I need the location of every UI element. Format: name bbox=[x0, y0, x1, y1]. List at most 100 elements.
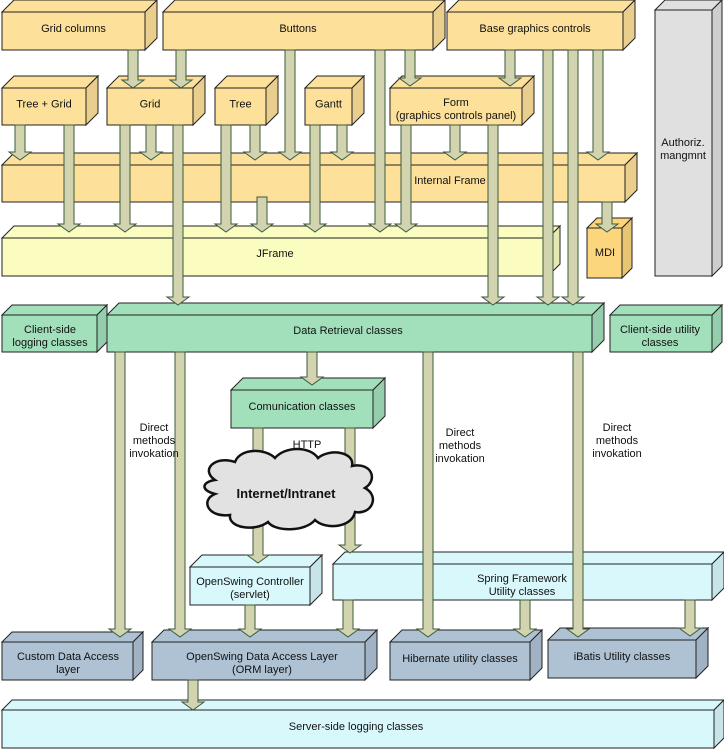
box-base-graphics-controls bbox=[445, 0, 636, 52]
box-form-label: Form(graphics controls panel) bbox=[396, 97, 516, 122]
dependency-arrow bbox=[302, 124, 328, 233]
box-mdi bbox=[585, 216, 634, 280]
box-front-face bbox=[547, 639, 697, 679]
box-label: mangmnt bbox=[660, 150, 706, 162]
dependency-arrow bbox=[120, 49, 146, 89]
dependency-arrow bbox=[277, 49, 303, 161]
annotation-line: Direct bbox=[140, 422, 169, 434]
box-front-face bbox=[1, 237, 549, 277]
box-front-face bbox=[1, 314, 98, 353]
box-label: (servlet) bbox=[230, 589, 270, 601]
dependency-arrow bbox=[512, 599, 538, 638]
dependency-arrow bbox=[138, 124, 164, 161]
box-label: Client-side bbox=[24, 324, 76, 336]
box-grid-columns-label: Grid columns bbox=[41, 23, 106, 35]
box-front-face bbox=[304, 87, 353, 126]
dependency-arrow bbox=[393, 124, 419, 233]
box-front-face bbox=[1, 87, 87, 126]
box-label: JFrame bbox=[256, 248, 293, 260]
box-front-face bbox=[106, 87, 194, 126]
box-label: (graphics controls panel) bbox=[396, 110, 516, 122]
box-form bbox=[388, 74, 536, 127]
box-top-face bbox=[0, 225, 562, 239]
dependency-arrow bbox=[677, 599, 703, 637]
box-server-logging bbox=[0, 699, 724, 750]
box-authorization bbox=[653, 0, 723, 278]
box-controller bbox=[188, 553, 324, 607]
box-front-face bbox=[1, 11, 146, 51]
box-grid-columns bbox=[0, 0, 158, 52]
annotation-http: HTTP bbox=[293, 439, 322, 451]
box-label: Hibernate utility classes bbox=[402, 653, 518, 665]
cloud-shape bbox=[203, 447, 375, 531]
box-front-face bbox=[389, 87, 523, 126]
dependency-arrow bbox=[168, 49, 194, 89]
box-front-face bbox=[1, 641, 134, 681]
box-grid-label: Grid bbox=[140, 99, 161, 111]
box-top-face bbox=[331, 551, 724, 565]
box-buttons-label: Buttons bbox=[279, 23, 317, 35]
box-jframe-label: JFrame bbox=[256, 248, 293, 260]
dependency-arrow bbox=[415, 351, 441, 638]
box-hibernate-label: Hibernate utility classes bbox=[402, 653, 518, 665]
box-data-retrieval bbox=[105, 301, 606, 354]
dependency-arrow bbox=[180, 679, 206, 711]
box-front-face bbox=[230, 389, 374, 429]
cloud-label: Internet/Intranet bbox=[237, 486, 337, 501]
dependency-arrow bbox=[165, 124, 191, 306]
box-ibatis-label: iBatis Utility classes bbox=[574, 651, 671, 663]
box-top-face bbox=[445, 0, 636, 13]
annotation-line: invokation bbox=[129, 448, 179, 460]
box-side-face bbox=[711, 0, 723, 278]
box-label: Form bbox=[443, 97, 469, 109]
box-label: Comunication classes bbox=[249, 401, 356, 413]
box-top-face bbox=[653, 0, 723, 11]
dependency-arrow bbox=[335, 599, 361, 638]
dependency-arrow bbox=[594, 201, 620, 233]
box-hibernate bbox=[388, 628, 544, 682]
dependency-arrow bbox=[442, 124, 468, 161]
box-label: logging classes bbox=[12, 337, 88, 349]
internet-cloud bbox=[203, 447, 375, 531]
box-front-face bbox=[654, 9, 713, 277]
box-internal-frame-label: Internal Frame bbox=[414, 175, 486, 187]
box-jframe bbox=[0, 224, 562, 278]
dependency-arrow bbox=[397, 49, 423, 87]
dependency-arrow bbox=[299, 351, 325, 386]
box-label: Utility classes bbox=[489, 586, 556, 598]
dependency-arrow bbox=[535, 49, 561, 306]
box-server-logging-label: Server-side logging classes bbox=[289, 721, 424, 733]
box-front-face bbox=[332, 563, 713, 601]
box-top-face bbox=[0, 304, 109, 316]
box-label: Grid bbox=[140, 99, 161, 111]
box-ibatis bbox=[546, 626, 710, 680]
dependency-arrow bbox=[497, 49, 523, 87]
box-tree-label: Tree bbox=[229, 99, 251, 111]
box-tree-grid bbox=[0, 74, 100, 127]
box-top-face bbox=[0, 75, 100, 89]
box-label: Internal Frame bbox=[414, 175, 486, 187]
box-front-face bbox=[446, 11, 624, 51]
dependency-arrow bbox=[565, 351, 591, 638]
annotation-line: invokation bbox=[435, 453, 485, 465]
dependency-arrow bbox=[107, 351, 133, 638]
box-top-face bbox=[105, 75, 207, 89]
box-label: Gantt bbox=[315, 99, 342, 111]
box-side-face bbox=[621, 216, 633, 280]
annotation-line: methods bbox=[439, 440, 482, 452]
box-spring bbox=[331, 551, 724, 602]
box-label: OpenSwing Controller bbox=[196, 576, 304, 588]
box-base-graphics-controls-label: Base graphics controls bbox=[479, 23, 591, 35]
box-label: MDI bbox=[595, 247, 615, 259]
box-gantt bbox=[303, 74, 366, 127]
dependency-arrow bbox=[480, 124, 506, 306]
dependency-arrow bbox=[167, 351, 193, 638]
box-label: (ORM layer) bbox=[232, 664, 292, 676]
dependency-arrow bbox=[112, 124, 138, 233]
